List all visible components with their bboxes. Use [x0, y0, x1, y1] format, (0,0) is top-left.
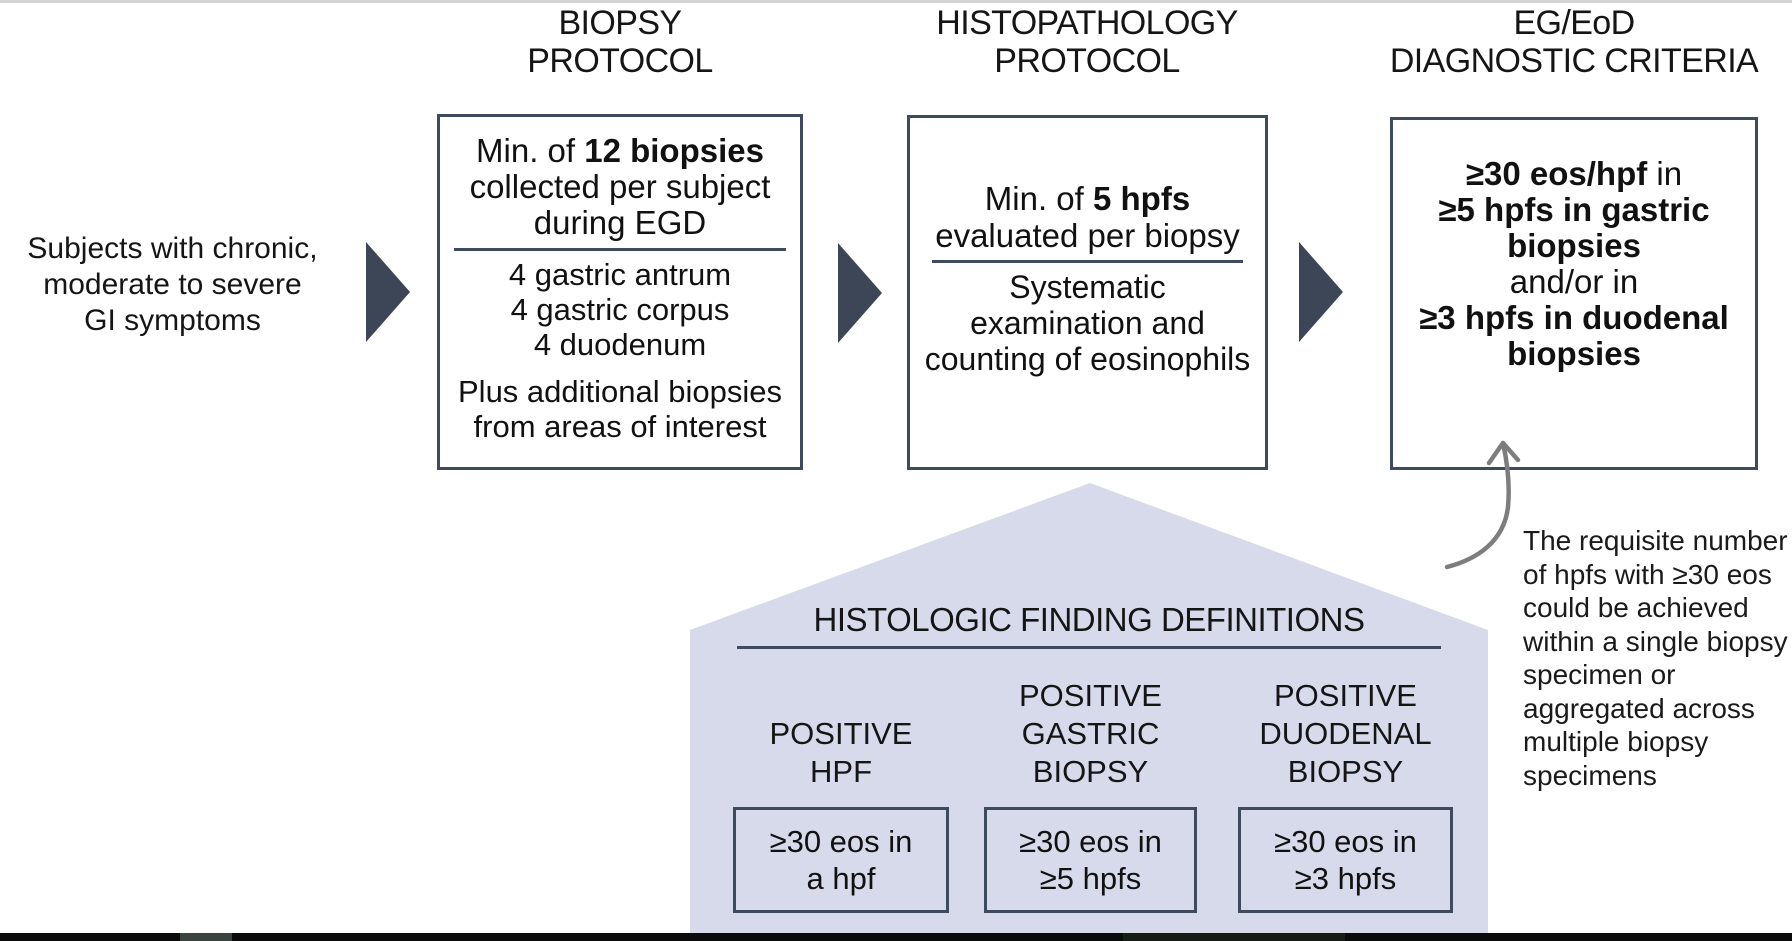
header-line: HISTOPATHOLOGY: [936, 4, 1238, 42]
criteria-line: and/or in: [1393, 264, 1755, 300]
bottom-crop-bar-segment: [180, 933, 232, 941]
criteria-line: ≥5 hpfs in gastric: [1393, 192, 1755, 228]
top-border-line: [0, 0, 1792, 3]
curved-arrow-icon: [1444, 440, 1521, 570]
header-line: BIOPSY: [558, 4, 682, 42]
criteria-line: ≥30 eos/hpf in: [1393, 156, 1755, 192]
intro-text: Subjects with chronic, moderate to sever…: [0, 231, 345, 339]
text-part-bold: 12 biopsies: [584, 132, 764, 169]
definition-value-line: ≥30 eos in: [1274, 824, 1417, 859]
text-part-bold: ≥5 hpfs in gastric: [1438, 191, 1710, 228]
histo-body-line: examination and: [970, 305, 1205, 341]
biopsy-site-line: 4 duodenum: [533, 327, 707, 362]
bottom-crop-bar-segment: [1123, 933, 1345, 941]
definition-header-positive-gastric-biopsy: POSITIVE GASTRIC BIOPSY: [964, 675, 1217, 791]
text-part-bold: biopsies: [1507, 227, 1641, 264]
histologic-definitions-panel: HISTOLOGIC FINDING DEFINITIONS POSITIVE …: [690, 483, 1488, 933]
definition-header-line: POSITIVE: [1019, 678, 1162, 713]
header-line: PROTOCOL: [527, 42, 713, 80]
header-eg-eod-diagnostic-criteria: EG/EoD DIAGNOSTIC CRITERIA: [1334, 4, 1792, 80]
box-divider-line: [454, 248, 786, 251]
diagnostic-criteria-box: ≥30 eos/hpf in ≥5 hpfs in gastric biopsi…: [1390, 117, 1758, 470]
histopathology-protocol-box: Min. of 5 hpfs evaluated per biopsy Syst…: [907, 115, 1268, 470]
biopsy-protocol-box: Min. of 12 biopsies collected per subjec…: [437, 114, 803, 470]
definition-value-line: a hpf: [806, 861, 876, 896]
definition-header-line: BIOPSY: [1287, 754, 1404, 789]
definition-value-line: ≥30 eos in: [769, 824, 913, 859]
header-line: EG/EoD: [1513, 4, 1635, 42]
text-part: in: [1647, 155, 1683, 192]
definition-value-line: ≥30 eos in: [1019, 824, 1162, 859]
annotation-line: specimen or: [1523, 659, 1676, 690]
criteria-line: ≥3 hpfs in duodenal: [1393, 300, 1755, 336]
biopsy-box-line: during EGD: [533, 204, 707, 241]
definition-box-positive-gastric-biopsy: ≥30 eos in ≥5 hpfs: [984, 807, 1197, 913]
definition-header-positive-duodenal-biopsy: POSITIVE DUODENAL BIOPSY: [1218, 675, 1473, 791]
histo-body-line: Systematic: [1009, 269, 1166, 305]
intro-line: Subjects with chronic,: [27, 232, 318, 265]
biopsy-box-line: collected per subject: [469, 168, 771, 205]
biopsy-note-line: from areas of interest: [473, 409, 767, 444]
definition-box-positive-hpf: ≥30 eos in a hpf: [733, 807, 949, 913]
definition-header-line: POSITIVE: [769, 716, 913, 751]
header-line: PROTOCOL: [994, 42, 1180, 80]
text-part: Min. of: [476, 132, 585, 169]
annotation-line: aggregated across: [1523, 692, 1755, 724]
criteria-line: biopsies: [1393, 336, 1755, 372]
flow-arrow-icon: [1299, 242, 1343, 342]
text-part-bold: ≥3 hpfs in duodenal: [1419, 299, 1729, 336]
bottom-crop-bar: [0, 933, 1792, 941]
histo-box-line: Min. of 5 hpfs: [910, 180, 1265, 217]
definition-header-line: BIOPSY: [1032, 754, 1149, 789]
annotation-line: specimens: [1523, 759, 1657, 791]
box-divider-line: [932, 260, 1243, 263]
text-part: and/or in: [1509, 263, 1639, 300]
criteria-line: biopsies: [1393, 228, 1755, 264]
annotation-line: of hpfs with ≥30 eos: [1523, 558, 1772, 590]
annotation-line: could be achieved: [1523, 592, 1749, 623]
flow-arrow-icon: [366, 242, 410, 342]
text-part: Min. of: [984, 180, 1093, 217]
header-histopathology-protocol: HISTOPATHOLOGY PROTOCOL: [847, 4, 1327, 80]
annotation-line: within a single biopsy: [1523, 625, 1788, 657]
header-line: DIAGNOSTIC CRITERIA: [1389, 42, 1759, 80]
definition-header-line: GASTRIC: [1021, 716, 1160, 751]
definitions-title-underline: [737, 646, 1441, 649]
definition-header-positive-hpf: POSITIVE HPF: [713, 675, 969, 791]
definition-header-line: HPF: [810, 754, 872, 789]
definitions-panel-title: HISTOLOGIC FINDING DEFINITIONS: [813, 601, 1365, 638]
text-part-bold: 5 hpfs: [1093, 180, 1191, 217]
histo-body-line: counting of eosinophils: [924, 341, 1251, 377]
biopsy-note-line: Plus additional biopsies: [458, 374, 782, 409]
text-part-bold: ≥30 eos/hpf: [1465, 155, 1648, 192]
biopsy-box-line: Min. of 12 biopsies: [440, 133, 800, 169]
histo-box-line: evaluated per biopsy: [935, 217, 1240, 254]
definition-value-line: ≥3 hpfs: [1294, 861, 1397, 896]
definition-value-line: ≥5 hpfs: [1039, 861, 1142, 896]
annotation-line: multiple biopsy: [1523, 726, 1709, 757]
definition-header-line: POSITIVE: [1274, 678, 1417, 713]
biopsy-site-line: 4 gastric corpus: [510, 292, 730, 327]
intro-line: GI symptoms: [84, 304, 261, 337]
intro-line: moderate to severe: [43, 268, 302, 301]
flow-arrow-icon: [838, 243, 882, 343]
definition-header-line: DUODENAL: [1259, 716, 1432, 751]
text-part-bold: biopsies: [1507, 335, 1641, 372]
annotation-line: The requisite number: [1523, 525, 1788, 556]
header-biopsy-protocol: BIOPSY PROTOCOL: [380, 4, 860, 80]
biopsy-site-line: 4 gastric antrum: [508, 257, 732, 292]
annotation-text: The requisite number of hpfs with ≥30 eo…: [1523, 524, 1792, 792]
definition-box-positive-duodenal-biopsy: ≥30 eos in ≥3 hpfs: [1238, 807, 1453, 913]
